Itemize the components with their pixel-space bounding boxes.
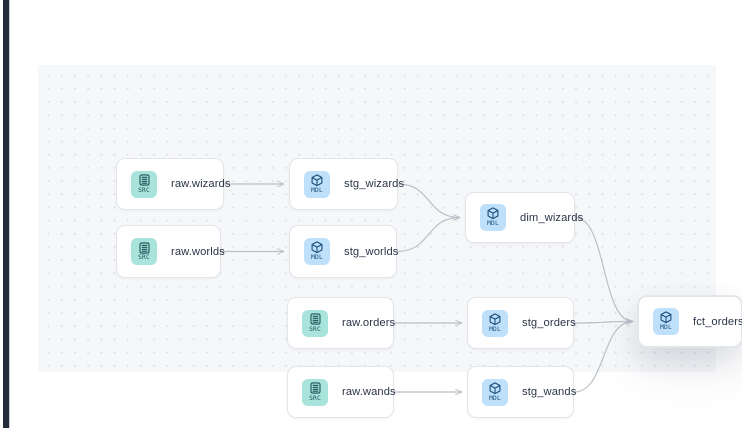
node-stg_wands[interactable]: MDL stg_wands [467,366,577,418]
node-label: dim_wizards [520,211,584,224]
badge-kind-label: MDL [311,186,323,194]
badge-kind-label: MDL [660,324,672,332]
node-label: raw.wands [342,386,396,398]
badge-kind-label: SRC [309,325,321,333]
mdl-badge: MDL [480,204,506,231]
node-label: raw.orders [342,317,396,329]
cube-icon [487,207,499,220]
node-label: stg_worlds [344,245,399,258]
node-raw_wands[interactable]: SRC raw.wands [287,366,396,418]
database-icon [138,174,150,186]
node-label: fct_orders [693,315,742,328]
edge-stg_wands-to-fct_orders [573,318,634,393]
badge-kind-label: SRC [138,186,150,194]
edge-layer [221,180,634,396]
src-badge: SRC [131,238,157,265]
cube-icon [311,174,323,187]
database-icon [309,313,321,325]
node-label: raw.worlds [171,245,225,258]
badge-kind-label: MDL [487,220,499,228]
cube-icon [660,311,672,324]
node-stg_wizards[interactable]: MDL stg_wizards [289,158,404,210]
node-label: stg_orders [522,317,576,329]
edge-dim_wizards-to-fct_orders [574,216,634,325]
node-fct_orders[interactable]: MDL fct_orders [638,296,742,347]
mdl-badge: MDL [482,309,508,337]
node-raw_wizards[interactable]: SRC raw.wizards [116,158,230,210]
database-icon [138,241,150,254]
mdl-badge: MDL [653,308,679,335]
node-stg_orders[interactable]: MDL stg_orders [467,297,576,349]
badge-kind-label: MDL [489,394,501,402]
edge-stg_orders-to-fct_orders [573,318,634,325]
cube-icon [311,241,323,254]
src-badge: SRC [131,170,157,198]
mdl-badge: MDL [482,378,508,406]
node-label: raw.wizards [171,178,231,190]
node-label: stg_wands [522,386,577,398]
mdl-badge: MDL [304,170,330,198]
badge-kind-label: MDL [489,325,501,333]
badge-kind-label: SRC [138,254,150,262]
mdl-badge: MDL [304,238,330,265]
edge-stg_wizards-to-dim_wizards [397,183,461,221]
left-rail-divider [9,0,10,428]
node-stg_worlds[interactable]: MDL stg_worlds [289,225,399,278]
edge-stg_worlds-to-dim_wizards [396,214,461,253]
node-raw_worlds[interactable]: SRC raw.worlds [116,225,225,278]
left-rail [3,0,9,428]
badge-kind-label: MDL [311,254,323,262]
src-badge: SRC [302,309,328,337]
node-raw_orders[interactable]: SRC raw.orders [287,297,396,349]
cube-icon [489,313,501,326]
node-label: stg_wizards [344,178,405,190]
src-badge: SRC [302,378,328,406]
database-icon [309,382,321,394]
node-dim_wizards[interactable]: MDL dim_wizards [465,192,583,243]
cube-icon [489,382,501,395]
badge-kind-label: SRC [309,394,321,402]
